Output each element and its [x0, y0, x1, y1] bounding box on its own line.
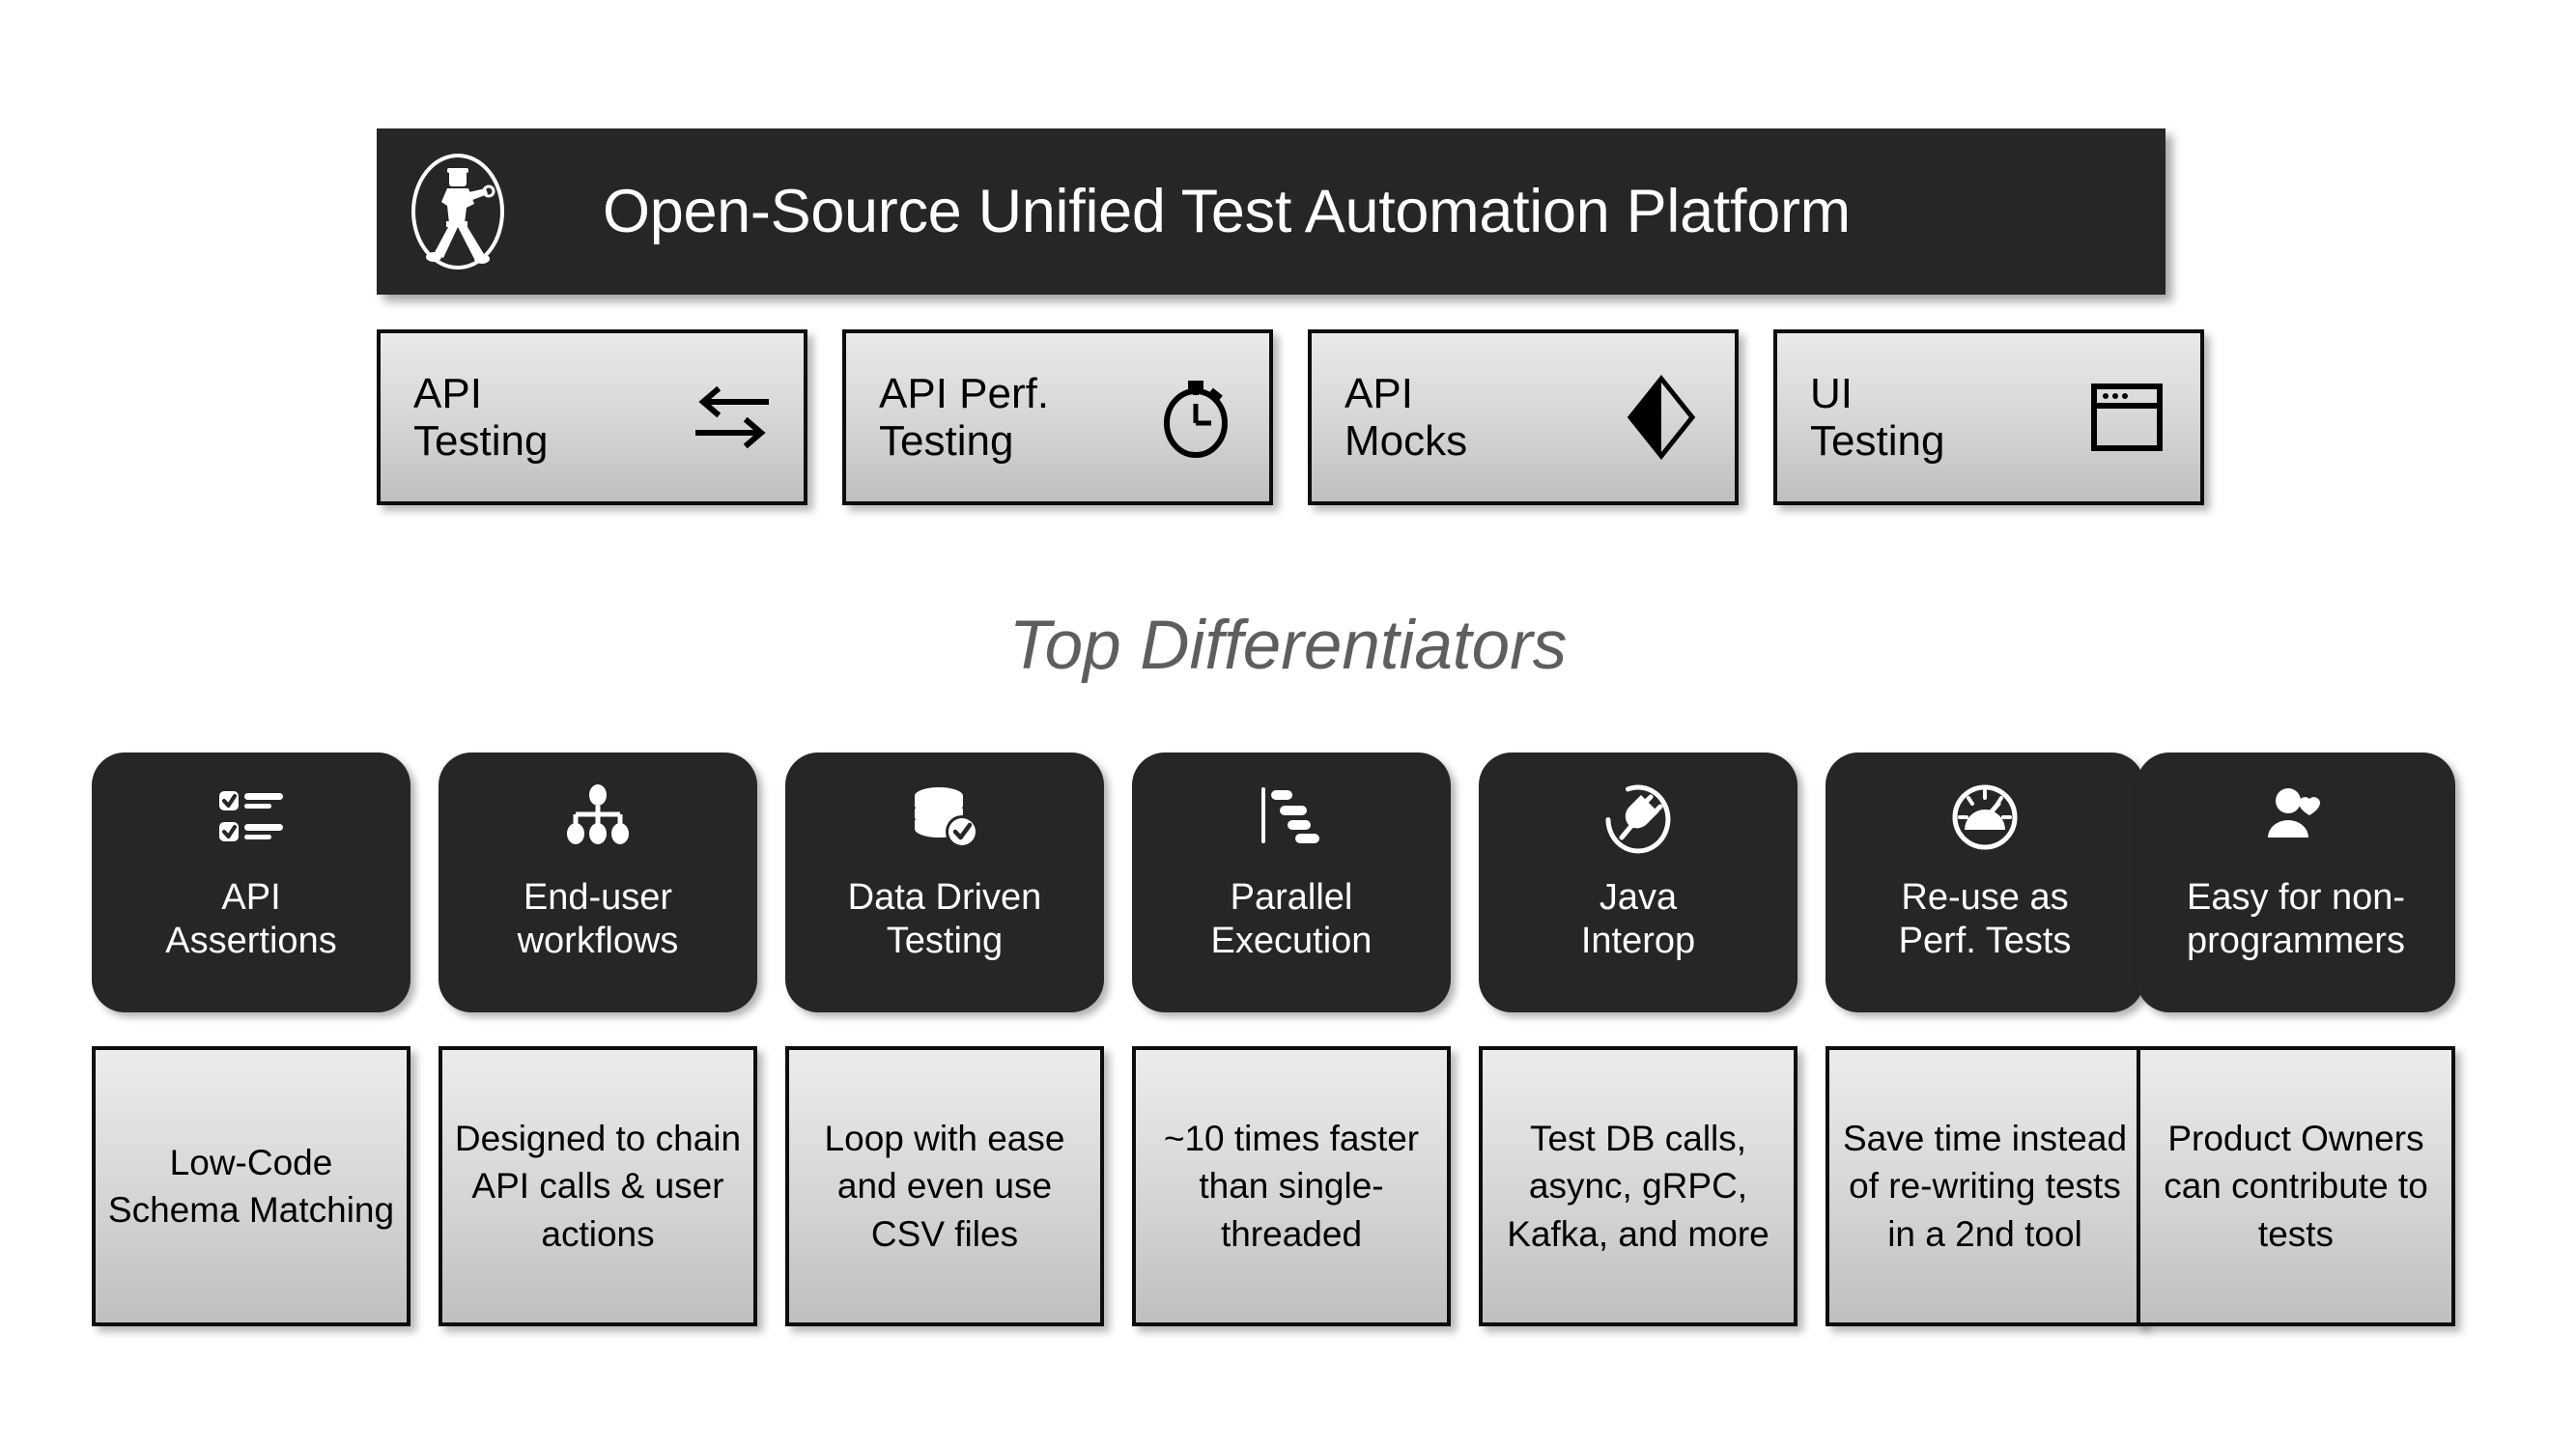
differentiator-title: Easy for non- programmers — [2181, 876, 2411, 963]
capability-label-line1: UI — [1810, 369, 1853, 417]
capability-label: API Mocks — [1345, 370, 1467, 466]
capability-button-ui-testing[interactable]: UI Testing — [1773, 329, 2204, 505]
differentiators-grid: API Assertions Low-Code Schema Matching — [92, 753, 2455, 1326]
hierarchy-workflow-icon — [567, 784, 629, 844]
capability-button-api-mocks[interactable]: API Mocks — [1308, 329, 1739, 505]
differentiator-column: Parallel Execution ~10 times faster than… — [1132, 753, 1451, 1326]
person-heart-icon — [2268, 788, 2320, 838]
capability-button-row: API Testing API Perf. Testing — [377, 329, 2204, 505]
differentiator-column: Easy for non- programmers Product Owners… — [2137, 753, 2455, 1326]
differentiator-description: Save time instead of re-writing tests in… — [1826, 1046, 2144, 1326]
differentiator-card-easy-for-non-programmers[interactable]: Easy for non- programmers — [2137, 753, 2455, 1012]
differentiator-column: Re-use as Perf. Tests Save time instead … — [1826, 753, 2144, 1326]
differentiator-title: API Assertions — [159, 876, 342, 963]
differentiator-description: Designed to chain API calls & user actio… — [439, 1046, 757, 1326]
differentiator-title-line2: Perf. Tests — [1898, 920, 2072, 961]
karate-figure-logo-icon — [411, 154, 504, 270]
differentiator-description: Product Owners can contribute to tests — [2137, 1046, 2455, 1326]
section-title: Top Differentiators — [1008, 608, 1568, 684]
capability-label: API Testing — [413, 370, 548, 466]
differentiator-title-line1: Java — [1599, 877, 1678, 918]
differentiator-card-data-driven-testing[interactable]: Data Driven Testing — [785, 753, 1104, 1012]
differentiator-title-line2: Testing — [886, 920, 1004, 961]
bidirectional-arrows-icon — [695, 385, 769, 449]
speedometer-gauge-icon — [1952, 784, 2018, 850]
capability-label-line1: API — [1345, 369, 1413, 417]
differentiator-title: Data Driven Testing — [842, 876, 1048, 963]
differentiator-description: Loop with ease and even use CSV files — [785, 1046, 1104, 1326]
differentiator-description: Test DB calls, async, gRPC, Kafka, and m… — [1479, 1046, 1798, 1326]
stopwatch-icon — [1164, 381, 1228, 458]
browser-window-icon — [2091, 384, 2163, 451]
differentiator-card-parallel-execution[interactable]: Parallel Execution — [1132, 753, 1451, 1012]
checklist-icon — [219, 791, 283, 841]
differentiator-title-line2: Assertions — [165, 920, 337, 961]
differentiator-title-line2: Execution — [1210, 920, 1373, 961]
differentiator-title-line1: End-user — [523, 877, 673, 918]
capability-label-line2: Testing — [413, 417, 549, 465]
capability-button-api-perf-testing[interactable]: API Perf. Testing — [842, 329, 1273, 505]
differentiator-title-line2: programmers — [2187, 920, 2405, 961]
differentiator-title-line1: Easy for non- — [2187, 877, 2405, 918]
differentiator-column: Data Driven Testing Loop with ease and e… — [785, 753, 1104, 1326]
differentiator-title-line1: Data Driven — [847, 877, 1042, 918]
capability-label-line2: Testing — [879, 417, 1014, 465]
differentiator-card-api-assertions[interactable]: API Assertions — [92, 753, 410, 1012]
differentiator-title-line2: workflows — [517, 920, 679, 961]
half-filled-diamond-icon — [1627, 374, 1696, 461]
differentiator-column: API Assertions Low-Code Schema Matching — [92, 753, 410, 1326]
differentiator-description: Low-Code Schema Matching — [92, 1046, 410, 1326]
capability-button-api-testing[interactable]: API Testing — [377, 329, 807, 505]
logo — [377, 128, 539, 295]
differentiator-description: ~10 times faster than single-threaded — [1132, 1046, 1451, 1326]
differentiator-column: End-user workflows Designed to chain API… — [439, 753, 757, 1326]
capability-label: UI Testing — [1810, 370, 1944, 466]
gantt-bars-icon — [1261, 787, 1319, 843]
differentiator-column: Java Interop Test DB calls, async, gRPC,… — [1479, 753, 1798, 1326]
differentiator-title-line1: Parallel — [1230, 877, 1353, 918]
differentiator-title-line1: Re-use as — [1901, 877, 2069, 918]
differentiator-title-line2: Interop — [1580, 920, 1696, 961]
database-check-icon — [915, 787, 978, 848]
differentiator-card-end-user-workflows[interactable]: End-user workflows — [439, 753, 757, 1012]
differentiator-card-java-interop[interactable]: Java Interop — [1479, 753, 1798, 1012]
capability-label-line1: API Perf. — [879, 369, 1050, 417]
header-banner: Open-Source Unified Test Automation Plat… — [377, 128, 2166, 295]
page-title: Open-Source Unified Test Automation Plat… — [603, 178, 1851, 245]
differentiator-title-line1: API — [221, 877, 281, 918]
differentiator-title: Java Interop — [1575, 876, 1701, 963]
differentiator-title: Re-use as Perf. Tests — [1893, 876, 2078, 963]
capability-label: API Perf. Testing — [879, 370, 1049, 466]
capability-label-line2: Testing — [1810, 417, 1945, 465]
differentiator-title: End-user workflows — [512, 876, 685, 963]
capability-label-line2: Mocks — [1345, 417, 1468, 465]
differentiator-card-reuse-as-perf-tests[interactable]: Re-use as Perf. Tests — [1826, 753, 2144, 1012]
capability-label-line1: API — [413, 369, 482, 417]
plug-connector-icon — [1605, 784, 1671, 854]
differentiator-title: Parallel Execution — [1205, 876, 1378, 963]
